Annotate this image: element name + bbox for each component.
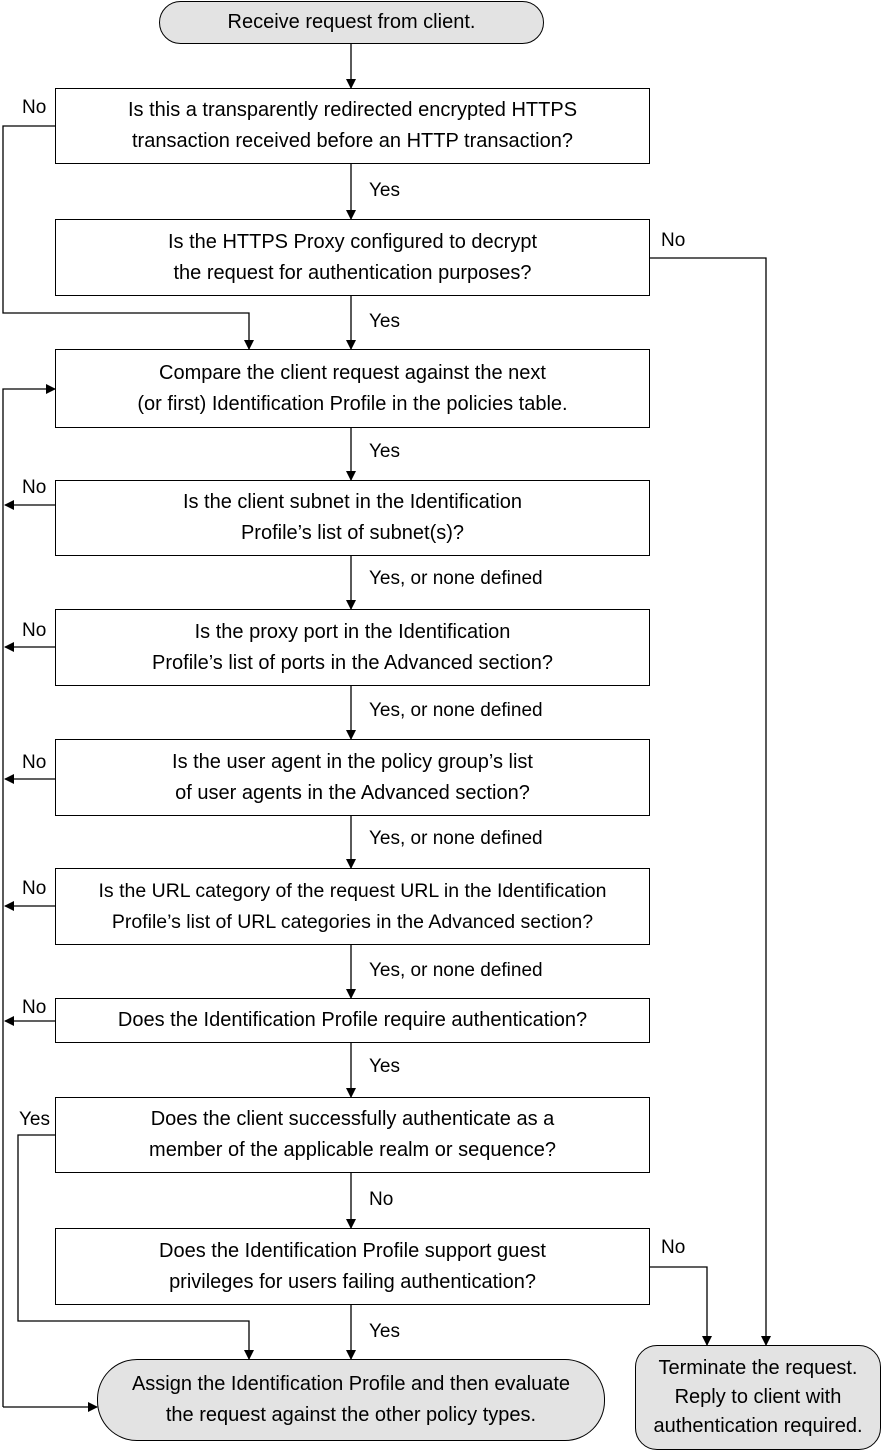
label-guest-no: No [661,1237,686,1258]
arrow-q2-no [650,257,771,1346]
label-q1-no: No [22,97,47,118]
decision-guest: Does the Identification Profile support … [55,1228,650,1305]
decision-decrypt-for-auth-text: Is the HTTPS Proxy configured to decrypt… [167,230,538,284]
decision-require-auth: Does the Identification Profile require … [55,998,650,1043]
decision-guest-text: Does the Identification Profile support … [159,1239,546,1293]
label-subnet-yes: Yes, or none defined [369,568,543,589]
label-port-no: No [22,620,47,641]
start-text: Receive request from client. [227,11,476,33]
label-agent-yes: Yes, or none defined [369,828,543,849]
label-q2-no: No [661,230,686,251]
label-guest-yes: Yes [369,1321,400,1342]
label-port-yes: Yes, or none defined [369,700,543,721]
label-q1-yes: Yes [369,180,400,201]
end-terminate-request: Terminate the request. Reply to client w… [635,1345,881,1450]
end-terminate-request-text: Terminate the request. Reply to client w… [653,1357,863,1437]
decision-decrypt-for-auth: Is the HTTPS Proxy configured to decrypt… [55,219,650,296]
label-subnet-no: No [22,477,47,498]
decision-proxy-port-text: Is the proxy port in the Identification … [152,620,553,674]
end-assign-profile-text: Assign the Identification Profile and th… [131,1373,571,1426]
arrow-auth-yes [17,1134,254,1360]
decision-https-transparent: Is this a transparently redirected encry… [55,88,650,164]
label-agent-no: No [22,752,47,773]
label-auth-yes: Yes [19,1109,50,1130]
decision-subnet-text: Is the client subnet in the Identificati… [182,491,523,544]
decision-url-category: Is the URL category of the request URL i… [55,868,650,945]
decision-authenticate: Does the client successfully authenticat… [55,1097,650,1173]
end-assign-profile: Assign the Identification Profile and th… [97,1359,605,1441]
decision-require-auth-text: Does the Identification Profile require … [117,1009,588,1031]
process-compare-profile-text: Compare the client request against the n… [137,361,568,415]
decision-user-agent-text: Is the user agent in the policy group’s … [172,750,533,804]
arrow-guest-no [650,1266,712,1346]
process-compare-profile: Compare the client request against the n… [55,349,650,428]
label-require-yes: Yes [369,1056,400,1077]
decision-proxy-port: Is the proxy port in the Identification … [55,609,650,686]
decision-subnet: Is the client subnet in the Identificati… [55,480,650,556]
decision-user-agent: Is the user agent in the policy group’s … [55,739,650,816]
start-node: Receive request from client. [159,1,544,44]
decision-url-category-text: Is the URL category of the request URL i… [98,879,607,933]
label-require-no: No [22,997,47,1018]
label-q2-yes: Yes [369,311,400,332]
label-url-yes: Yes, or none defined [369,960,543,981]
label-compare-yes: Yes [369,441,400,462]
label-url-no: No [22,878,47,899]
arrow-loop-to-compare [2,384,56,1407]
arrow-q1-no [2,125,254,350]
label-auth-no: No [369,1189,394,1210]
decision-https-transparent-text: Is this a transparently redirected encry… [127,99,578,152]
decision-authenticate-text: Does the client successfully authenticat… [149,1108,556,1161]
